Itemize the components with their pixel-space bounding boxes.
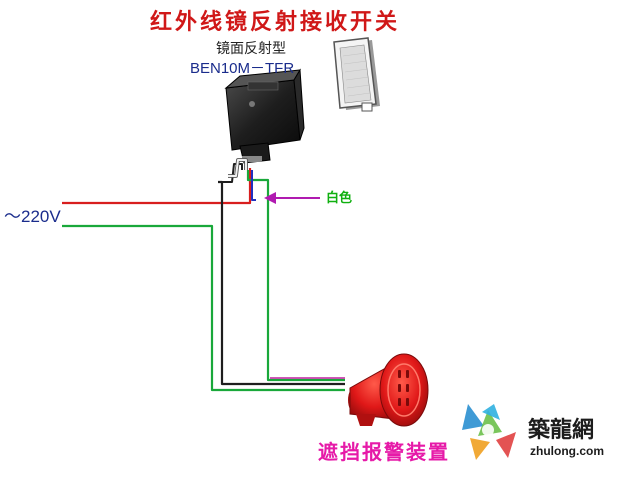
- wire-red: [62, 168, 252, 205]
- sensor-type-label: 镜面反射型: [216, 41, 286, 57]
- wire-black: [218, 180, 345, 386]
- wire-black-sensor: [218, 163, 243, 183]
- sensor-body-icon: [224, 68, 305, 164]
- watermark-name: 築龍網: [528, 418, 595, 443]
- voltage-label: ～220V: [4, 207, 61, 226]
- wire-green-sensor: [246, 170, 345, 382]
- zhulong-logo-icon: [462, 404, 516, 460]
- wire-blue: [251, 170, 256, 201]
- wire-color-label: 白色: [326, 191, 353, 206]
- sensor-model-label: BEN10M－TFR: [190, 60, 295, 77]
- wire-green: [62, 224, 345, 392]
- reflector-mirror-icon: [333, 37, 380, 112]
- watermark-url: zhulong.com: [530, 444, 604, 458]
- wiring: [62, 158, 345, 392]
- diagram-title: 红外线镜反射接收开关: [150, 10, 401, 35]
- alarm-device-label: 遮挡报警装置: [318, 440, 450, 464]
- siren-icon: [348, 353, 429, 427]
- wire-white: [228, 159, 247, 177]
- arrow-icon: [264, 192, 320, 204]
